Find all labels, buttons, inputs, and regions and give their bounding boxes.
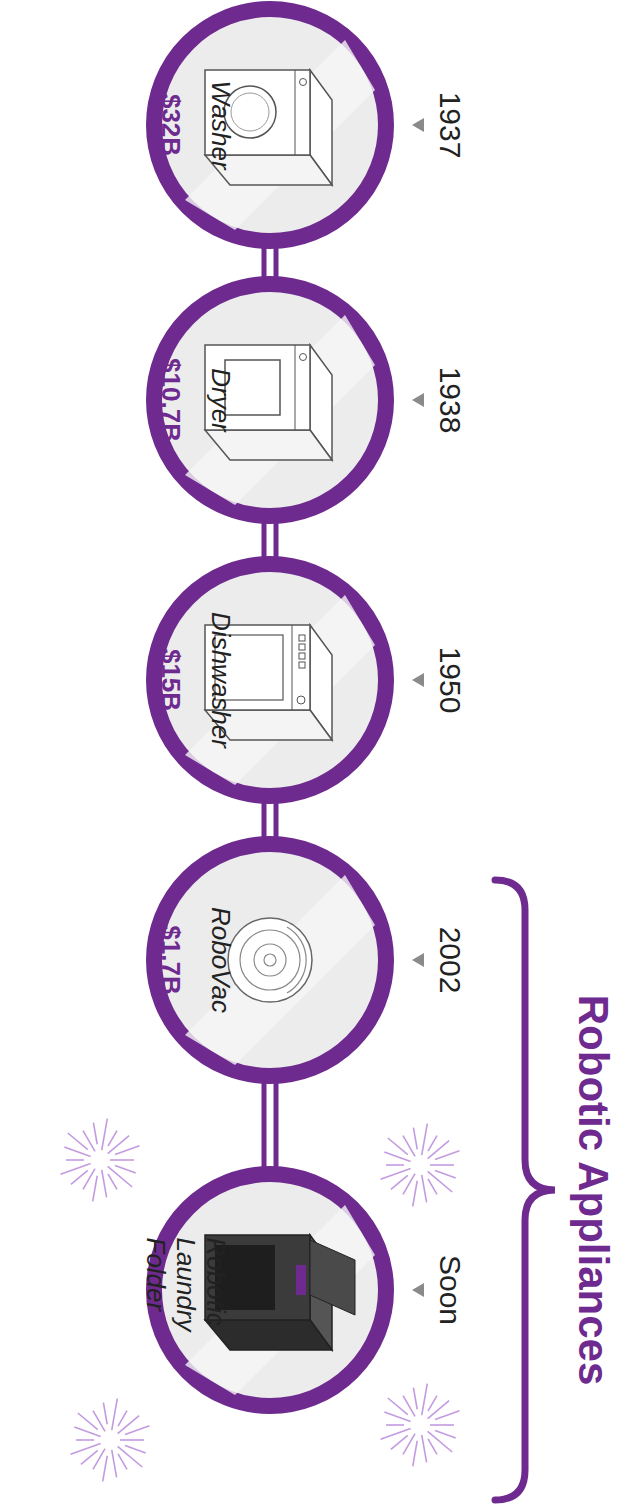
appliance-name: RoboVac	[205, 907, 235, 1013]
firework-ray	[435, 1411, 459, 1420]
washer-illustration	[205, 70, 332, 185]
firework-ray	[388, 1138, 408, 1155]
firework-ray	[125, 1445, 146, 1453]
appliance-name: Dishwasher	[205, 612, 235, 748]
firework-ray	[118, 1411, 127, 1427]
firework-ray	[66, 1159, 84, 1161]
year-label: 1950	[433, 647, 468, 714]
firework-ray	[93, 1176, 98, 1202]
firework-ray	[430, 1164, 454, 1166]
year-label: 1937	[433, 92, 468, 159]
robovac-illustration	[228, 918, 312, 1002]
double-connector	[264, 248, 276, 277]
double-connector	[264, 1083, 276, 1167]
year-label: Soon	[433, 1255, 468, 1325]
firework-ray	[403, 1396, 415, 1417]
firework-ray	[413, 1181, 418, 1207]
year-pointer	[412, 118, 424, 1297]
firework-ray	[102, 1170, 107, 1198]
firework-ray	[115, 1165, 136, 1173]
firework-ray	[435, 1151, 459, 1160]
firework-ray	[388, 1398, 408, 1415]
firework-ray	[78, 1413, 98, 1430]
year-label: 1938	[433, 367, 468, 434]
timeline-circle: 2002RoboVac$1.7B	[145, 835, 395, 1085]
firework-ray	[428, 1179, 437, 1195]
market-value: $10.7B	[155, 358, 185, 442]
firework-ray	[125, 1426, 149, 1435]
firework-ray	[422, 1124, 428, 1156]
firework-ray	[391, 1175, 408, 1189]
firework-ray	[103, 1403, 107, 1425]
timeline-circle: 1937Washer$32B	[145, 0, 395, 250]
firework-ray	[386, 1424, 404, 1426]
group-heading: Robotic Appliances	[569, 995, 617, 1386]
appliance-name: Washer	[205, 80, 235, 169]
timeline-circle: 1950Dishwasher$15B	[145, 555, 395, 805]
firework-ray	[71, 1443, 101, 1454]
firework-ray	[428, 1439, 437, 1455]
firework-ray	[118, 1454, 127, 1470]
timeline-circle: 1938Dryer$10.7B	[145, 275, 395, 525]
firework-ray	[428, 1136, 437, 1152]
dryer-illustration	[205, 345, 332, 460]
firework-ray	[61, 1163, 91, 1174]
firework-ray	[403, 1136, 415, 1157]
firework-ray	[112, 1450, 117, 1478]
market-value: $1.7B	[155, 925, 185, 994]
firework-ray	[81, 1450, 98, 1464]
firework-ray	[435, 1170, 456, 1178]
firework-ray	[112, 1399, 118, 1431]
firework-ray	[430, 1424, 454, 1426]
firework-ray	[71, 1170, 88, 1184]
firework-ray	[115, 1146, 139, 1155]
firework-ray	[413, 1441, 418, 1467]
firework-ray	[68, 1133, 88, 1150]
firework-ray	[108, 1174, 117, 1190]
firework-ray	[110, 1159, 134, 1161]
firework-ray	[93, 1411, 105, 1432]
firework-ray	[108, 1166, 133, 1187]
market-value: $15B	[155, 649, 185, 711]
double-connector	[264, 803, 276, 837]
firework-ray	[103, 1456, 108, 1482]
firework-ray	[83, 1131, 95, 1152]
firework-ray	[108, 1131, 117, 1147]
timeline-circle: SoonRobotic Laundry Folder	[145, 1165, 395, 1415]
appliance-name: Dryer	[205, 368, 235, 432]
firework-ray	[422, 1175, 427, 1203]
double-connector	[264, 523, 276, 557]
firework-ray	[386, 1164, 404, 1166]
firework-ray	[93, 1123, 97, 1145]
firework-ray	[381, 1168, 411, 1179]
fireworks	[61, 1119, 460, 1482]
firework-ray	[76, 1439, 94, 1441]
firework-ray	[381, 1428, 411, 1439]
firework-ray	[118, 1446, 143, 1467]
firework-ray	[102, 1119, 108, 1151]
firework-ray	[422, 1435, 427, 1463]
firework-ray	[413, 1388, 417, 1410]
firework-ray	[428, 1396, 437, 1412]
firework-ray	[428, 1171, 453, 1192]
firework-ray	[391, 1435, 408, 1449]
firework-ray	[435, 1430, 456, 1438]
curly-bracket	[495, 880, 555, 1500]
market-value: $32B	[155, 94, 185, 156]
firework-ray	[413, 1128, 417, 1150]
appliance-name: Robotic Laundry Folder	[140, 1238, 230, 1343]
firework-ray	[428, 1431, 453, 1452]
firework-ray	[120, 1439, 144, 1441]
year-label: 2002	[433, 927, 468, 994]
firework-ray	[422, 1384, 428, 1416]
